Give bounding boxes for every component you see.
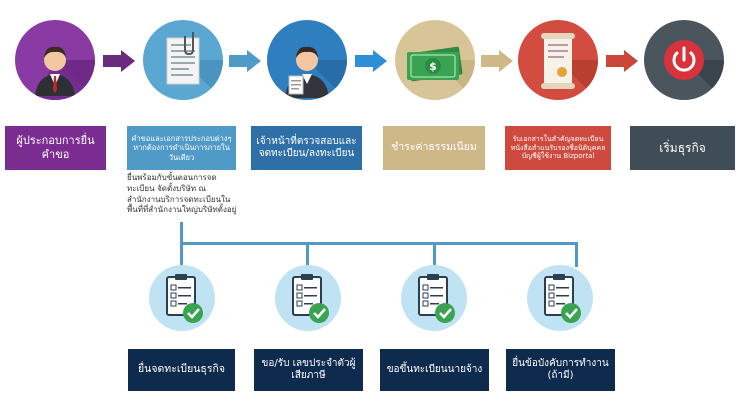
substep2-circle xyxy=(275,265,341,331)
connector-drop xyxy=(575,242,578,267)
substep1-circle xyxy=(149,265,215,331)
step4-circle: $ xyxy=(395,20,475,100)
step1-circle xyxy=(15,20,95,100)
document-clip-icon xyxy=(143,20,223,100)
clipboard-check-icon xyxy=(527,265,593,331)
step1-label: ผู้ประกอบการยื่นคำขอ xyxy=(5,126,106,170)
step3-label: เจ้าหน้าที่ตรวจสอบและจดทะเบียน/ลงทะเบียน xyxy=(251,126,362,170)
substep2-label: ขอ/รับ เลขประจำตัวผู้เสียภาษี xyxy=(254,349,363,391)
clipboard-check-icon xyxy=(401,265,467,331)
svg-text:$: $ xyxy=(429,60,437,73)
officer-icon xyxy=(267,20,347,100)
connector-drop xyxy=(180,242,183,267)
clipboard-check-icon xyxy=(149,265,215,331)
arrow-right-icon xyxy=(229,50,261,72)
connector-drop xyxy=(433,242,436,267)
businessman-icon xyxy=(15,20,95,100)
step6-circle xyxy=(644,20,724,100)
substep4-circle xyxy=(527,265,593,331)
connector-vertical xyxy=(180,222,183,245)
step5-circle xyxy=(518,20,598,100)
substep3-label: ขอขึ้นทะเบียนนายจ้าง xyxy=(380,349,489,391)
power-icon xyxy=(644,20,724,100)
step2-label: คำขอและเอกสารประกอบต่างๆ หากต้องการดำเนิ… xyxy=(127,126,236,170)
step2-circle xyxy=(143,20,223,100)
step3-circle xyxy=(267,20,347,100)
arrow-right-icon xyxy=(606,50,638,72)
step4-label: ชำระค่าธรรมเนียม xyxy=(383,126,485,170)
arrow-right-icon xyxy=(355,50,387,72)
step6-label: เริ่มธุรกิจ xyxy=(630,126,735,170)
certificate-scroll-icon xyxy=(518,20,598,100)
step2-note: ยื่นพร้อมกับขั้นตอนการจดทะเบียน จัดตั้งบ… xyxy=(127,173,237,215)
substep4-label: ยื่นข้อบังคับการทำงาน (ถ้ามี) xyxy=(506,349,615,391)
step5-label: รับเอกสารในสำคัญจดทะเบียน หนังสือสำแนรับ… xyxy=(505,126,611,170)
arrow-right-icon xyxy=(481,50,513,72)
connector-drop xyxy=(306,242,309,267)
clipboard-check-icon xyxy=(275,265,341,331)
money-icon: $ xyxy=(395,20,475,100)
substep1-label: ยื่นจดทะเบียนธุรกิจ xyxy=(128,349,235,391)
connector-horizontal xyxy=(180,242,578,245)
substep3-circle xyxy=(401,265,467,331)
arrow-right-icon xyxy=(103,50,135,72)
